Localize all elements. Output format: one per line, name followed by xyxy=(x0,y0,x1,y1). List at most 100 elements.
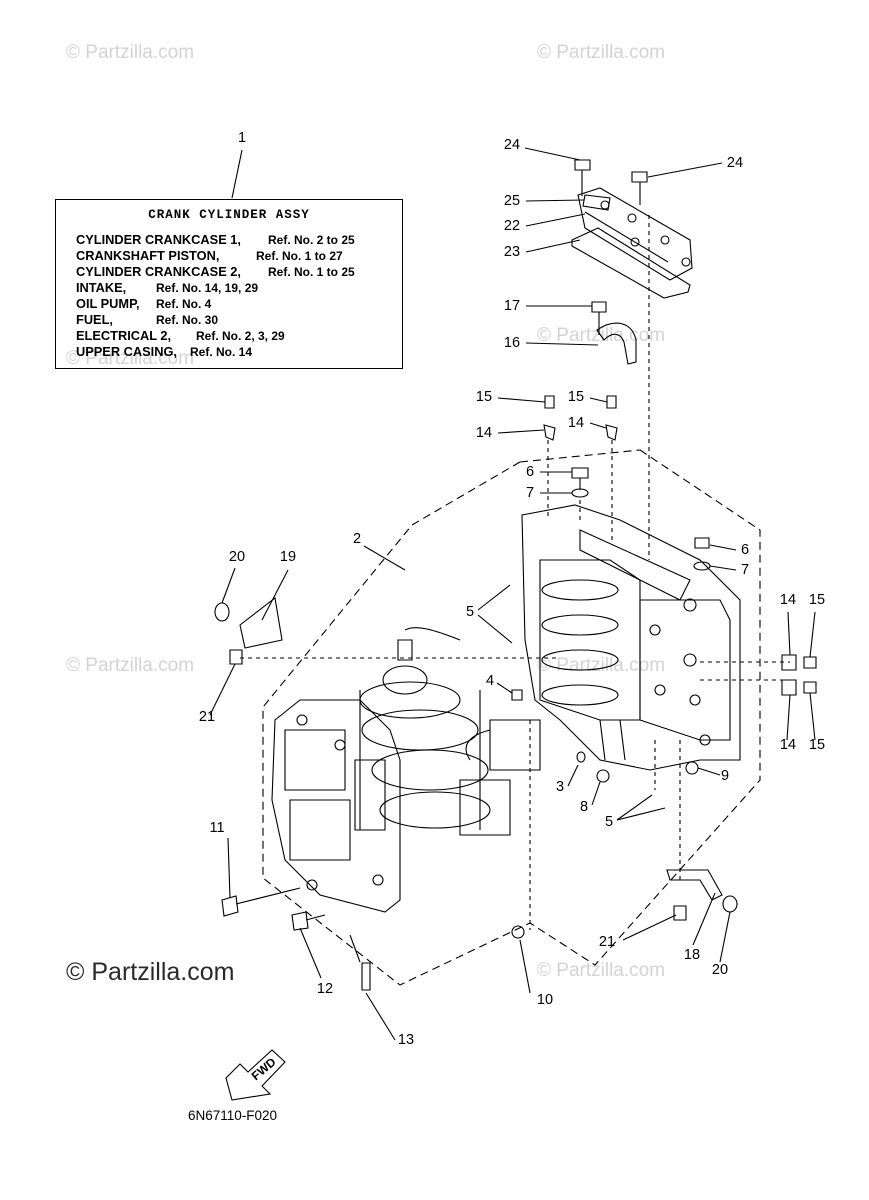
bolt-15 xyxy=(803,681,817,694)
cylinder-block xyxy=(521,504,741,771)
legend-title: CRANK CYLINDER ASSY xyxy=(148,208,310,222)
callout-25[interactable]: 25 xyxy=(503,193,521,209)
callout-5[interactable]: 5 xyxy=(465,604,475,620)
watermark: © Partzilla.com xyxy=(66,655,195,676)
bolt-24 xyxy=(574,159,648,205)
bracket-16 xyxy=(596,322,637,365)
callout-4[interactable]: 4 xyxy=(485,673,495,689)
crankcase-half xyxy=(271,699,401,913)
leader-line xyxy=(231,149,243,199)
dowel-8 xyxy=(596,769,610,783)
callout-5[interactable]: 5 xyxy=(604,814,614,830)
cap-20 xyxy=(214,602,230,622)
bolt-21 xyxy=(229,649,243,665)
legend-row-name: CYLINDER CRANKCASE 2, xyxy=(76,264,241,279)
bolt-15 xyxy=(544,395,555,409)
callout-3[interactable]: 3 xyxy=(555,779,565,795)
legend-row-name: INTAKE, xyxy=(76,280,127,295)
washer-7 xyxy=(693,561,711,571)
cylinder-head-cover xyxy=(577,187,693,281)
forward-arrow-icon xyxy=(225,1049,286,1101)
bolt-15 xyxy=(606,395,617,409)
callout-24[interactable]: 24 xyxy=(503,137,521,153)
cap-20 xyxy=(722,895,738,913)
bolt-6 xyxy=(571,467,589,490)
callout-15[interactable]: 15 xyxy=(808,737,826,753)
callout-22[interactable]: 22 xyxy=(503,218,521,234)
legend-row-ref: Ref. No. 30 xyxy=(156,313,219,327)
clip-14 xyxy=(543,424,556,441)
legend-row-name: CYLINDER CRANKCASE 1, xyxy=(76,232,241,247)
legend-row-name: ELECTRICAL 2, xyxy=(76,328,172,343)
drawing-code: 6N67110-F020 xyxy=(188,1108,278,1123)
callout-17[interactable]: 17 xyxy=(503,298,521,314)
callout-7[interactable]: 7 xyxy=(740,562,750,578)
crankshaft xyxy=(359,627,541,836)
bolt-15 xyxy=(803,656,817,669)
callout-19[interactable]: 19 xyxy=(279,549,297,565)
callout-14[interactable]: 14 xyxy=(779,737,797,753)
callout-14[interactable]: 14 xyxy=(779,592,797,608)
callout-20[interactable]: 20 xyxy=(228,549,246,565)
watermark-bold: © Partzilla.com xyxy=(66,958,235,986)
legend-row-name: OIL PUMP, xyxy=(76,296,140,311)
callout-20[interactable]: 20 xyxy=(711,962,729,978)
watermark: © Partzilla.com xyxy=(537,42,666,63)
legend-row-ref: Ref. No. 1 to 27 xyxy=(256,249,343,263)
watermark: © Partzilla.com xyxy=(66,42,195,63)
callout-16[interactable]: 16 xyxy=(503,335,521,351)
callout-6[interactable]: 6 xyxy=(525,464,535,480)
callout-18[interactable]: 18 xyxy=(683,947,701,963)
legend-row-name: FUEL, xyxy=(76,312,113,327)
callout-21[interactable]: 21 xyxy=(198,709,216,725)
callout-24[interactable]: 24 xyxy=(726,155,744,171)
intake-part-19 xyxy=(239,597,283,649)
callout-15[interactable]: 15 xyxy=(567,389,585,405)
callout-14[interactable]: 14 xyxy=(475,425,493,441)
legend-row-ref: Ref. No. 1 to 25 xyxy=(268,265,355,279)
callout-23[interactable]: 23 xyxy=(503,244,521,260)
plug-9 xyxy=(685,761,699,775)
callout-12[interactable]: 12 xyxy=(316,981,334,997)
callout-15[interactable]: 15 xyxy=(808,592,826,608)
leader-line xyxy=(349,934,361,963)
callout-14[interactable]: 14 xyxy=(567,415,585,431)
clip-14 xyxy=(781,654,797,671)
callout-8[interactable]: 8 xyxy=(579,799,589,815)
bolt-6 xyxy=(694,537,710,549)
cover-gasket xyxy=(571,227,691,299)
callout-13[interactable]: 13 xyxy=(397,1032,415,1048)
bolt-11 xyxy=(221,887,301,917)
watermark: © Partzilla.com xyxy=(537,960,666,981)
dowel-3 xyxy=(576,751,586,763)
callout-7[interactable]: 7 xyxy=(525,485,535,501)
callout-2[interactable]: 2 xyxy=(352,531,362,547)
callout-1[interactable]: 1 xyxy=(237,130,247,146)
callout-10[interactable]: 10 xyxy=(536,992,554,1008)
callout-leaders xyxy=(209,147,816,1041)
bolt-17 xyxy=(591,301,607,335)
callout-9[interactable]: 9 xyxy=(720,768,730,784)
stud-13 xyxy=(361,962,371,991)
legend-row-name: UPPER CASING, xyxy=(76,344,177,359)
bolt-21 xyxy=(673,905,687,921)
legend-row-ref: Ref. No. 2 to 25 xyxy=(268,233,355,247)
legend-row-name: CRANKSHAFT PISTON, xyxy=(76,248,220,263)
callout-11[interactable]: 11 xyxy=(209,820,225,836)
callout-15[interactable]: 15 xyxy=(475,389,493,405)
legend-row-ref: Ref. No. 14 xyxy=(190,345,253,359)
legend-row-ref: Ref. No. 14, 19, 29 xyxy=(156,281,259,295)
clip-25 xyxy=(582,194,611,211)
callout-21[interactable]: 21 xyxy=(598,934,616,950)
callout-6[interactable]: 6 xyxy=(740,542,750,558)
clip-14 xyxy=(605,424,618,441)
washer-7 xyxy=(571,488,589,498)
watermark: © Partzilla.com xyxy=(537,655,666,676)
plug-12 xyxy=(291,911,326,931)
clip-14 xyxy=(781,679,797,696)
alignment-lines xyxy=(240,215,790,930)
watermark: © Partzilla.com xyxy=(66,348,195,369)
plug-10 xyxy=(511,925,525,939)
